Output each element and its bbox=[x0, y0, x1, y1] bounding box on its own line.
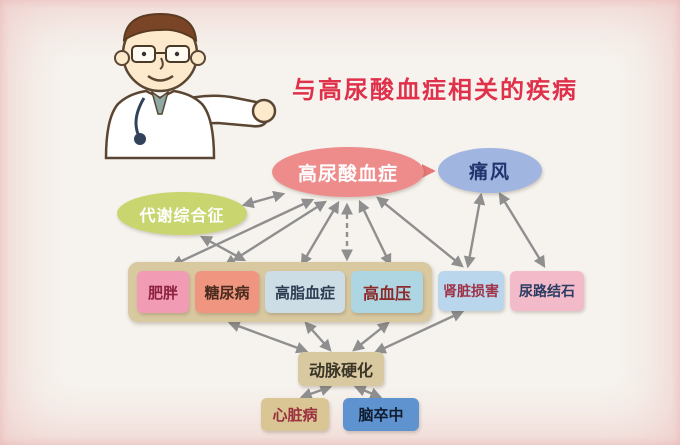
node-hyperlipidemia: 高脂血症 bbox=[265, 271, 345, 313]
doctor-glasses-left bbox=[131, 45, 156, 63]
doctor-stethoscope-chestpiece bbox=[134, 133, 146, 145]
arrow-hypertension-arteriosclerosis bbox=[352, 321, 390, 352]
doctor-glasses-right bbox=[165, 45, 190, 63]
arrow-gout-kidney bbox=[463, 192, 486, 269]
doctor-hair bbox=[122, 12, 198, 42]
node-hyperuricemia: 高尿酸血症 bbox=[272, 147, 424, 197]
doctor-nose bbox=[159, 57, 164, 70]
arrow-hyperuricemia-metabolic bbox=[241, 190, 286, 209]
node-kidney-damage: 肾脏损害 bbox=[438, 271, 504, 311]
node-heart-disease: 心脏病 bbox=[261, 398, 329, 431]
doctor-mouth bbox=[147, 74, 174, 82]
doctor-fist bbox=[251, 98, 277, 124]
doctor-ear-left bbox=[114, 50, 130, 66]
node-diabetes: 糖尿病 bbox=[195, 271, 259, 313]
arrow-arteriosclerosis-stroke bbox=[353, 385, 383, 399]
doctor-arm bbox=[171, 94, 270, 128]
node-metabolic-syndrome: 代谢综合征 bbox=[117, 192, 247, 235]
arrow-metabolic-groupbox bbox=[199, 235, 247, 262]
arrow-diabetes-arteriosclerosis bbox=[227, 320, 309, 354]
arrow-hyperuricemia-hypertension bbox=[358, 199, 392, 267]
doctor-head bbox=[121, 15, 199, 93]
arrow-gout-stones bbox=[498, 191, 546, 269]
arrow-hyperlipidemia-arteriosclerosis bbox=[304, 321, 332, 352]
node-hypertension: 高血压 bbox=[351, 271, 423, 313]
node-obesity: 肥胖 bbox=[137, 271, 189, 313]
node-gout: 痛风 bbox=[438, 148, 542, 193]
node-arteriosclerosis: 动脉硬化 bbox=[298, 352, 384, 386]
doctor-ear-right bbox=[190, 50, 206, 66]
doctor-stethoscope bbox=[134, 97, 146, 135]
doctor-coat bbox=[104, 89, 216, 160]
doctor-illustration bbox=[104, 12, 277, 160]
arrow-arteriosclerosis-heart bbox=[299, 384, 333, 400]
arrow-hyperuricemia-hyperlipidemia bbox=[300, 200, 340, 267]
arrow-hyperuricemia-kidney bbox=[376, 196, 464, 268]
doctor-eye-left bbox=[141, 51, 147, 57]
doctor-eye-right bbox=[174, 51, 180, 57]
node-urinary-stones: 尿路结石 bbox=[510, 271, 584, 311]
node-stroke: 脑卒中 bbox=[343, 398, 419, 431]
doctor-tie bbox=[150, 90, 170, 115]
diagram-title: 与高尿酸血症相关的疾病 bbox=[292, 77, 578, 104]
